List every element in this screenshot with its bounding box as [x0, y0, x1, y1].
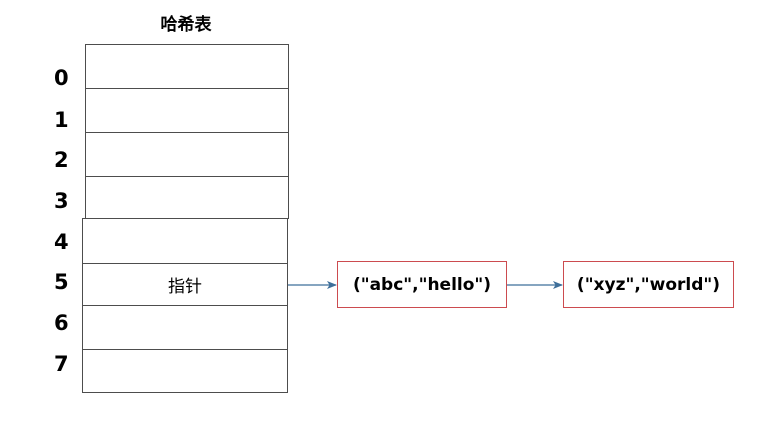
- index-label-2: 2: [54, 148, 69, 172]
- index-label-0: 0: [54, 66, 69, 90]
- index-label-5: 5: [54, 270, 69, 294]
- table-cell-0: [85, 44, 289, 89]
- index-label-4: 4: [54, 230, 69, 254]
- index-label-7: 7: [54, 352, 69, 376]
- index-label-6: 6: [54, 311, 69, 335]
- index-label-1: 1: [54, 108, 69, 132]
- index-label-3: 3: [54, 189, 69, 213]
- chain-node-2: ("xyz","world"): [563, 261, 734, 308]
- chain-node-1: ("abc","hello"): [337, 261, 507, 308]
- table-cell-3: [85, 176, 289, 219]
- table-cell-2: [85, 132, 289, 177]
- table-cell-5: 指针: [82, 263, 288, 306]
- table-cell-4: [82, 218, 288, 264]
- table-cell-6: [82, 305, 288, 350]
- diagram-title: 哈希表: [160, 15, 212, 35]
- table-cell-7: [82, 349, 288, 393]
